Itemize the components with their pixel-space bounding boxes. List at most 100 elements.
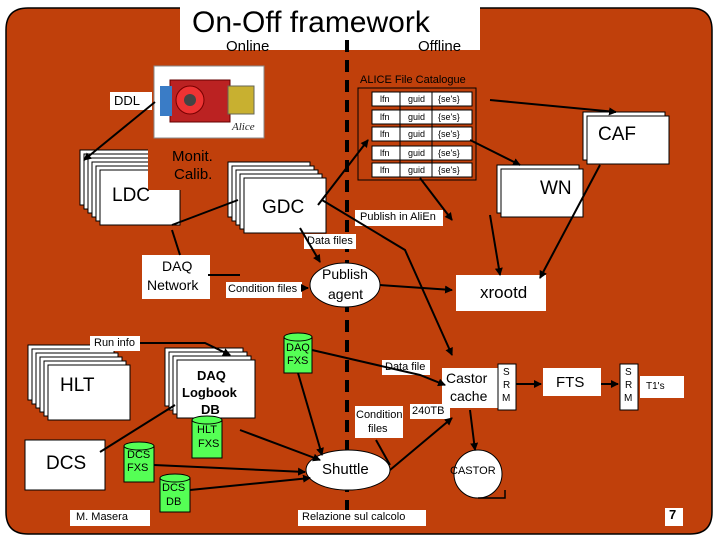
catalogue-cell: lfn <box>380 112 390 122</box>
condition-files-2-box <box>355 406 403 438</box>
catalogue-cell: lfn <box>380 165 390 175</box>
publish-agent-line-2: agent <box>328 286 364 302</box>
hlt-fxs-line-2: FXS <box>198 438 220 450</box>
online-label: Online <box>226 38 270 55</box>
size-240tb-label: 240TB <box>412 405 445 417</box>
daq-logbook-line-1: DAQ <box>197 368 226 383</box>
ddl-box <box>110 92 152 110</box>
svg-text:Alice: Alice <box>231 121 255 133</box>
xrootd-label: xrootd <box>480 283 528 302</box>
offline-label: Offline <box>418 38 462 55</box>
dcs-fxs-line-1: DCS <box>127 449 151 461</box>
dcs-db-cylinder <box>159 473 191 513</box>
daq-fxs-line-2: FXS <box>287 355 309 367</box>
dcs-fxs-cylinder <box>123 441 155 483</box>
castor-cache-line-2: cache <box>450 388 488 404</box>
data-files-box <box>304 234 356 249</box>
daq-network-line-1: DAQ <box>162 258 193 274</box>
data-files-label: Data files <box>307 235 353 247</box>
run-info-box <box>90 336 140 351</box>
catalogue-cell: guid <box>408 148 426 158</box>
dcs-label: DCS <box>46 453 87 474</box>
catalogue-cell: lfn <box>380 94 390 104</box>
fts-label: FTS <box>556 374 585 391</box>
publish-agent-line-1: Publish <box>322 266 368 282</box>
catalogue-cell: guid <box>408 165 426 175</box>
hlt-fxs-cylinder <box>191 415 223 459</box>
caf-box <box>582 111 670 165</box>
hlt-fxs-line-1: HLT <box>197 424 217 436</box>
srm-2-line-2: R <box>625 380 633 391</box>
file-catalogue-table <box>357 87 477 181</box>
page-number-box <box>665 508 683 526</box>
wn-box <box>496 164 584 218</box>
hlt-stack <box>27 344 131 421</box>
catalogue-cell: {se's} <box>438 165 460 175</box>
dcs-box <box>24 439 106 491</box>
catalogue-cell: lfn <box>380 129 390 139</box>
srm-1-line-1: S <box>503 367 510 378</box>
dcs-db-line-1: DCS <box>162 482 186 494</box>
condition-files-label: Condition files <box>228 283 298 295</box>
catalogue-cell: guid <box>408 112 426 122</box>
catalogue-cell: guid <box>408 129 426 139</box>
srm-1-line-2: R <box>503 380 511 391</box>
srm-1-line-3: M <box>502 393 511 404</box>
daq-logbook-stack <box>164 347 256 419</box>
monit-calib-panel <box>148 140 243 190</box>
castor-cache-line-1: Castor <box>446 370 488 386</box>
run-info-label: Run info <box>94 337 135 349</box>
author-label: M. Masera <box>76 511 128 523</box>
slide-title: On-Off framework <box>192 6 430 39</box>
data-file-label: Data file <box>385 361 426 373</box>
calib-label: Calib. <box>174 166 213 183</box>
daq-network-box <box>142 255 210 299</box>
gdc-stack <box>227 161 327 234</box>
srm-2-box <box>619 363 639 411</box>
daq-fxs-line-1: DAQ <box>286 342 310 354</box>
castor-cache-box <box>442 368 498 408</box>
catalogue-cell: {se's} <box>438 94 460 104</box>
castor-label: CASTOR <box>450 465 496 477</box>
catalogue-cell: {se's} <box>438 112 460 122</box>
daq-fxs-cylinder <box>283 332 313 374</box>
catalogue-cell: {se's} <box>438 148 460 158</box>
footer-label: Relazione sul calcolo <box>302 511 406 523</box>
t1s-label: T1's <box>646 381 665 392</box>
catalogue-cell: {se's} <box>438 129 460 139</box>
publish-alien-label: Publish in AliEn <box>360 211 436 223</box>
daq-network-line-2: Network <box>147 277 199 293</box>
srm-2-line-3: M <box>624 393 633 404</box>
hlt-label: HLT <box>60 375 95 396</box>
fts-box <box>543 368 601 396</box>
flow-arrows <box>83 99 619 491</box>
srm-2-line-1: S <box>625 367 632 378</box>
t1s-box <box>640 376 684 398</box>
wn-label: WN <box>540 178 572 199</box>
dcs-fxs-line-2: FXS <box>127 462 149 474</box>
ldc-label: LDC <box>112 185 151 206</box>
srm-1-box <box>497 363 517 411</box>
author-box <box>70 510 150 526</box>
alice-detector-icon: Alice <box>153 65 265 139</box>
size-240tb-box <box>410 404 450 419</box>
condition-files-2-line-1: Condition <box>356 409 403 421</box>
footer-box <box>298 510 426 526</box>
daq-logbook-line-2: Logbook <box>182 385 237 400</box>
catalogue-title: ALICE File Catalogue <box>360 74 466 86</box>
monit-label: Monit. <box>172 148 213 165</box>
dcs-db-line-2: DB <box>166 496 182 508</box>
xrootd-box <box>456 275 546 311</box>
catalogue-cell: guid <box>408 94 426 104</box>
data-file-box <box>382 360 430 375</box>
shuttle-label: Shuttle <box>322 461 369 478</box>
ddl-label: DDL <box>114 93 141 108</box>
publish-alien-box <box>355 210 443 226</box>
daq-logbook-line-3: DB <box>201 402 220 417</box>
condition-files-2-line-2: files <box>368 423 388 435</box>
caf-label: CAF <box>598 124 636 145</box>
title-backdrop <box>180 6 480 50</box>
catalogue-cell: lfn <box>380 148 390 158</box>
